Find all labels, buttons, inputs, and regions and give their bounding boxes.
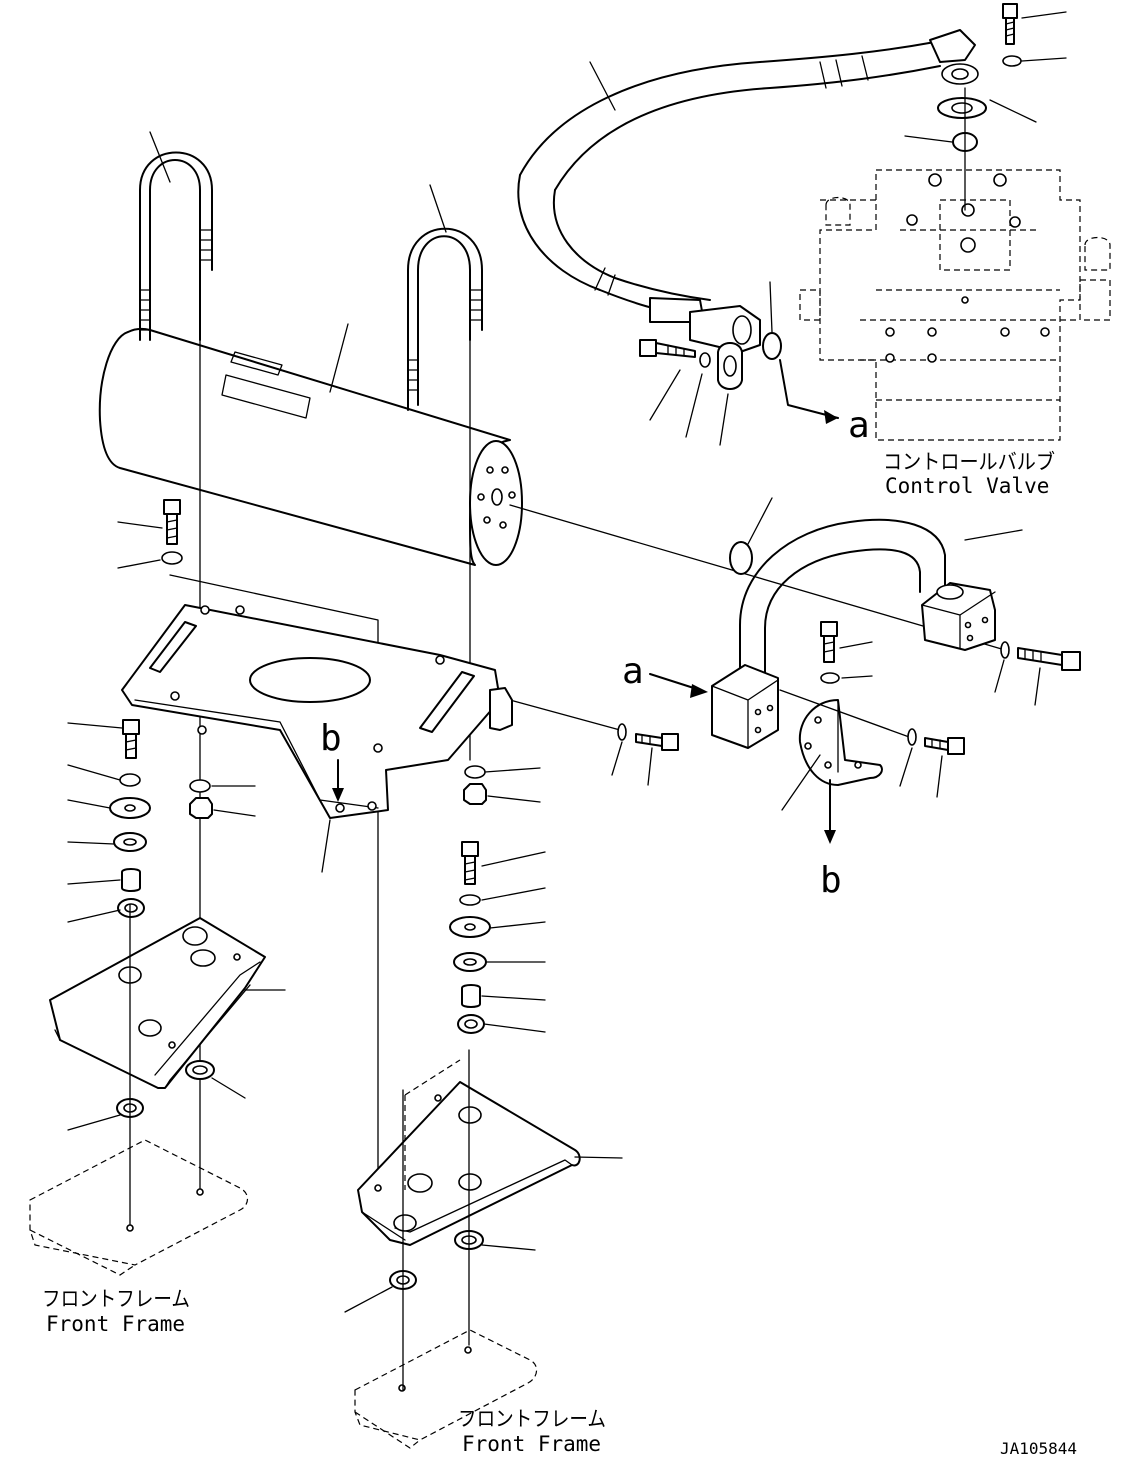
leader-line <box>589 61 616 111</box>
washer-left-5 <box>185 1060 215 1080</box>
ref-label-b-plate: b <box>320 718 342 759</box>
leader-line <box>574 1156 623 1159</box>
leader-lines <box>481 851 546 1033</box>
ref-label-b-bracket: b <box>820 860 842 901</box>
front-frame-left-jp: フロントフレーム <box>42 1287 190 1311</box>
leader-lines <box>67 1077 246 1131</box>
hex-bolt-right-stack <box>461 841 479 885</box>
hex-bolt-left-stack <box>122 719 140 759</box>
mount-plate-left <box>49 917 266 1089</box>
washer-bracket <box>820 672 840 684</box>
flange-clamp-top <box>937 97 987 119</box>
arrow-head <box>332 788 344 802</box>
arrow-a-hose <box>779 359 839 419</box>
leader-lines <box>67 722 123 923</box>
lock-washer-lower <box>699 352 711 368</box>
flange-bolt-lower <box>639 339 696 358</box>
centerline <box>169 574 379 1191</box>
o-ring-mid <box>729 541 753 575</box>
washer-left-3 <box>113 832 147 852</box>
arrow-head <box>824 410 838 424</box>
centerline <box>509 504 1006 651</box>
pipe-support-bracket <box>798 699 883 786</box>
u-bolt-right <box>407 227 483 411</box>
steel-pipe <box>711 518 996 749</box>
washer-upper-left <box>161 551 183 565</box>
centerline <box>402 1049 470 1391</box>
leader-lines <box>611 741 653 786</box>
nut-bracket-right <box>463 783 487 805</box>
washer-right-4 <box>457 1014 485 1034</box>
ref-label-a-pipe: a <box>622 651 644 692</box>
control-valve <box>799 169 1111 441</box>
arrow-head <box>824 830 836 844</box>
control-valve-label-jp: コントロールバルブ <box>883 450 1055 474</box>
leader-lines <box>994 659 1041 706</box>
ref-label-a-hose: a <box>848 405 870 446</box>
tank-cylinder <box>98 327 523 566</box>
leader-line <box>149 131 171 183</box>
leader-lines <box>899 747 943 798</box>
front-frame-left-en: Front Frame <box>46 1312 185 1336</box>
leader-lines <box>117 521 163 569</box>
spacer-left <box>121 868 141 892</box>
washer-left-4 <box>117 898 145 918</box>
washer-bracket-right <box>464 765 486 779</box>
hex-bolt-pipe-end <box>1017 647 1081 671</box>
front-frame-right-jp: フロントフレーム <box>458 1407 606 1431</box>
o-ring-lower <box>762 332 782 360</box>
split-flange-half <box>717 342 743 390</box>
washer-top <box>1002 55 1022 67</box>
centerline <box>509 699 621 731</box>
leader-lines-top <box>904 11 1067 143</box>
hex-bolt-upper-left <box>163 499 181 545</box>
leader-lines-lower <box>649 369 729 446</box>
leader-line <box>321 819 331 873</box>
flange-bolt-top <box>1002 3 1018 45</box>
hex-bolt-bracket <box>820 621 838 663</box>
leader-line <box>964 529 1023 541</box>
leader-line <box>747 497 773 545</box>
nut-bracket-left <box>189 797 213 819</box>
spacer-right <box>461 984 481 1008</box>
tank-mount-bracket <box>121 604 513 819</box>
leader-lines <box>839 641 873 679</box>
washer-right-1 <box>459 894 481 906</box>
drawing-number: JA105844 <box>1000 1439 1077 1458</box>
washer-side <box>617 723 627 741</box>
control-valve-label-en: Control Valve <box>885 474 1049 498</box>
hex-bolt-bracket-side <box>924 737 965 755</box>
arrow-head <box>690 684 708 698</box>
washer-bracket-side <box>907 728 917 746</box>
washer-pipe-end <box>1000 641 1010 659</box>
leader-line <box>429 184 447 233</box>
front-frame-left <box>29 1139 249 1276</box>
front-frame-right-en: Front Frame <box>462 1432 601 1456</box>
leader-line <box>769 281 773 333</box>
u-bolt-left <box>139 151 213 341</box>
washer-right-3 <box>453 952 487 972</box>
leader-line <box>329 323 349 393</box>
centerline <box>779 689 913 739</box>
hex-bolt-side <box>635 733 679 751</box>
washer-left-2 <box>109 797 151 819</box>
washer-left-1 <box>119 773 141 787</box>
washer-bracket-left <box>189 779 211 793</box>
hydraulic-hose <box>517 29 979 353</box>
leader-lines <box>344 1244 536 1313</box>
leader-line <box>781 754 821 811</box>
washer-right-2 <box>449 916 491 938</box>
leader-lines <box>211 767 541 817</box>
